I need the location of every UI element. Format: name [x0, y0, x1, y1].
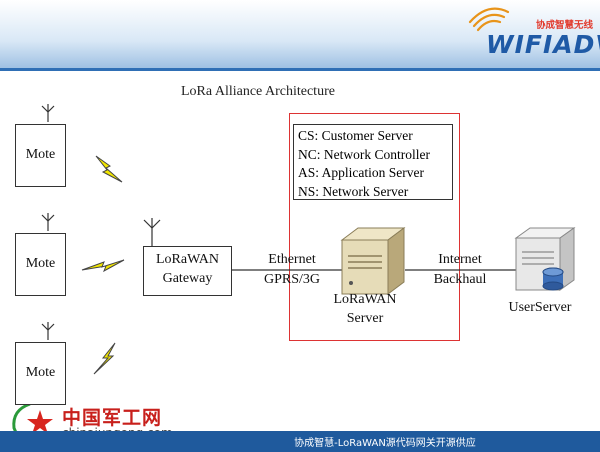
server-highlight-box — [289, 113, 460, 341]
header-bar — [0, 0, 600, 71]
mote-box: Mote — [15, 342, 66, 405]
watermark-chinese-text: 中国军工网 — [62, 407, 163, 429]
mote-box: Mote — [15, 233, 66, 296]
link-right-label-line2: Backhaul — [433, 272, 487, 287]
user-server-icon — [514, 227, 576, 291]
mote-label: Mote — [25, 256, 56, 271]
gateway-box: LoRaWAN Gateway — [143, 246, 232, 296]
link-left-label-line2: GPRS/3G — [263, 272, 321, 287]
gateway-label-line1: LoRaWAN — [156, 252, 219, 267]
footer-text: 协成智慧-LoRaWAN源代码网关开源供应 — [294, 438, 476, 449]
wireless-bolt-icon — [81, 155, 125, 375]
logo-chinese-text: 协成智慧无线 — [536, 20, 594, 31]
link-right-label-line1: Internet — [438, 252, 482, 267]
link-left-label-line1: Ethernet — [268, 252, 316, 267]
mote-antenna-icon — [41, 104, 55, 340]
gateway-antenna-icon — [143, 218, 161, 246]
legend-item-nc: NC: Network Controller — [298, 146, 430, 162]
gateway-label-line2: Gateway — [162, 271, 213, 286]
legend-item-ns: NS: Network Server — [298, 183, 409, 199]
wifi-logo-icon — [468, 7, 510, 32]
lorawan-server-icon — [340, 227, 406, 295]
legend-box: CS: Customer Server NC: Network Controll… — [293, 124, 453, 200]
diagram-title: LoRa Alliance Architecture — [181, 84, 335, 99]
mote-label: Mote — [25, 365, 56, 380]
logo-wordmark: WIFIADV — [486, 30, 600, 59]
mote-label: Mote — [25, 147, 56, 162]
legend-item-as: AS: Application Server — [298, 165, 424, 180]
lorawan-server-label-line1: LoRaWAN — [333, 292, 397, 307]
mote-box: Mote — [15, 124, 66, 187]
legend-item-cs: CS: Customer Server — [298, 128, 413, 143]
lorawan-server-label-line2: Server — [346, 311, 384, 326]
user-server-label: UserServer — [508, 300, 572, 315]
footer-bar: 协成智慧-LoRaWAN源代码网关开源供应 — [0, 431, 600, 452]
